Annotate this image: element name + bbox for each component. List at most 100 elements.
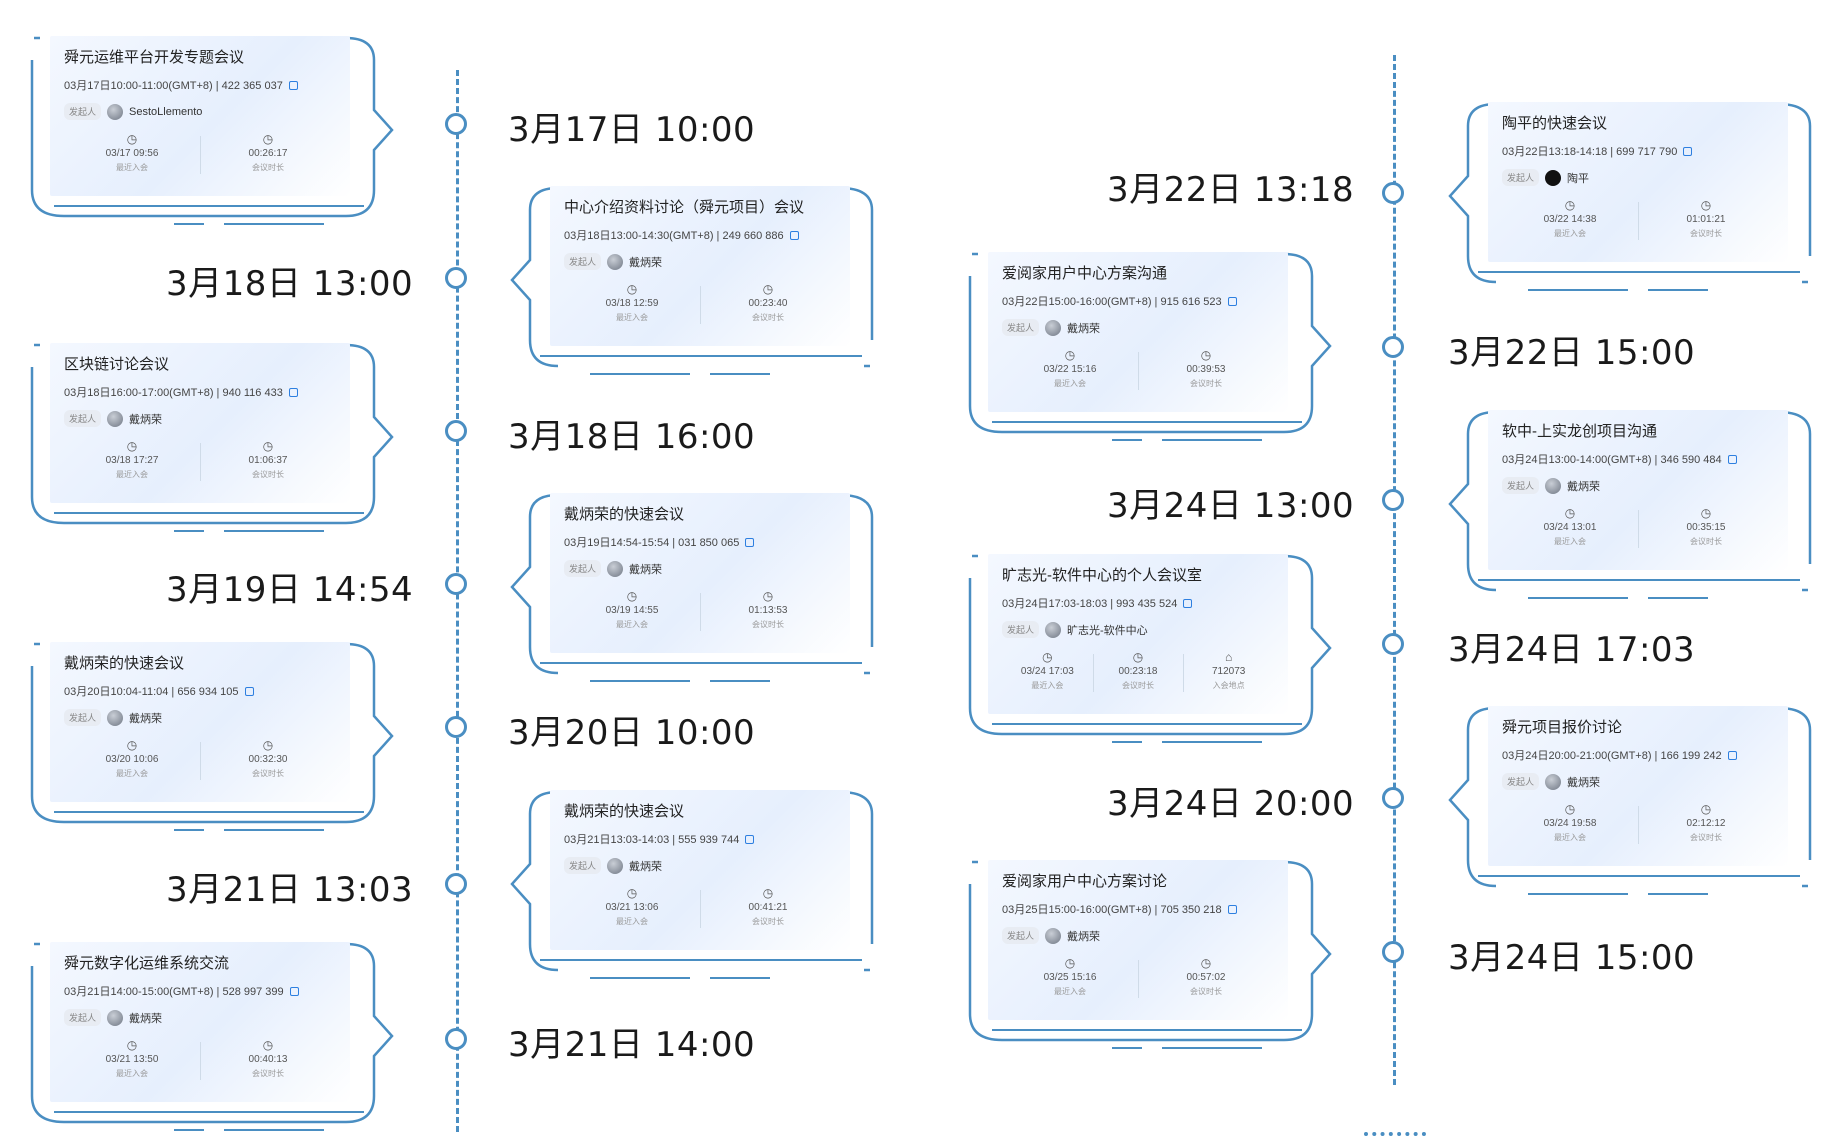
stat-label: 最近入会	[616, 917, 648, 926]
timeline-time-label: 3月24日 17:03	[1448, 630, 1696, 670]
host-row: 发起人戴炳荣	[64, 709, 336, 726]
stat-value: 00:26:17	[248, 148, 288, 159]
host-tag: 发起人	[64, 410, 102, 427]
host-row: 发起人戴炳荣	[1002, 319, 1274, 336]
stat-value: 02:12:12	[1686, 818, 1726, 829]
avatar	[1545, 169, 1562, 186]
stat-value: 00:35:15	[1686, 522, 1726, 533]
meeting-title: 软中-上实龙创项目沟通	[1502, 423, 1657, 440]
host-name: 旷志光-软件中心	[1067, 624, 1148, 637]
host-name: 戴炳荣	[129, 712, 163, 725]
copy-icon[interactable]	[244, 686, 254, 696]
meeting-info: 03月22日15:00-16:00(GMT+8) | 915 616 523	[1002, 293, 1274, 309]
host-row: 发起人戴炳荣	[1502, 477, 1774, 494]
stat-value: 03/18 12:59	[605, 298, 659, 309]
stat-value: 00:40:13	[248, 1054, 288, 1065]
avatar	[107, 410, 124, 427]
host-row: 发起人戴炳荣	[64, 410, 336, 427]
copy-icon[interactable]	[288, 387, 298, 397]
timeline-time-label: 3月24日 15:00	[1448, 938, 1696, 978]
copy-icon[interactable]	[745, 834, 755, 844]
timeline-node	[445, 420, 467, 442]
copy-icon[interactable]	[1683, 146, 1693, 156]
stat-value: 01:06:37	[248, 455, 288, 466]
copy-icon[interactable]	[1727, 750, 1737, 760]
stat-label: 最近入会	[1054, 987, 1086, 996]
host-tag: 发起人	[1002, 927, 1040, 944]
stat-label: 最近入会	[116, 769, 148, 778]
stat-label: 最近入会	[1554, 833, 1586, 842]
meeting-title: 区块链讨论会议	[64, 356, 170, 373]
copy-icon[interactable]	[1183, 598, 1193, 608]
clock-icon: ◷	[626, 886, 638, 900]
stat-value: 00:23:18	[1118, 666, 1158, 677]
timeline-left-axis	[456, 70, 459, 1132]
avatar	[607, 857, 624, 874]
clock-icon: ◷	[1200, 348, 1212, 362]
host-name: SestoLlemento	[129, 105, 203, 118]
stat-value: 01:13:53	[748, 605, 788, 616]
avatar	[607, 253, 624, 270]
copy-icon[interactable]	[789, 230, 799, 240]
card-frame-outline	[510, 186, 874, 375]
clock-icon: ◷	[1700, 802, 1712, 816]
stat-value: 712073	[1211, 666, 1246, 677]
meeting-card[interactable]: 软中-上实龙创项目沟通 03月24日13:00-14:00(GMT+8) | 34…	[1448, 404, 1818, 599]
stat-value: 03/24 19:58	[1543, 818, 1597, 829]
timeline-time-label: 3月21日 13:03	[166, 870, 414, 910]
host-name: 戴炳荣	[129, 1012, 163, 1025]
meeting-card[interactable]: 区块链讨论会议 03月18日16:00-17:00(GMT+8) | 940 11…	[24, 337, 394, 532]
clock-icon: ◷	[126, 439, 138, 453]
meeting-time-and-id: 03月25日15:00-16:00(GMT+8) | 705 350 218	[1002, 904, 1222, 916]
clock-icon: ◷	[1132, 650, 1144, 664]
host-name: 戴炳荣	[1567, 480, 1601, 493]
avatar	[1045, 319, 1062, 336]
meeting-info: 03月24日13:00-14:00(GMT+8) | 346 590 484	[1502, 451, 1774, 467]
copy-icon[interactable]	[288, 80, 298, 90]
clock-icon: ◷	[1564, 506, 1576, 520]
copy-icon[interactable]	[1727, 454, 1737, 464]
meeting-title: 中心介绍资料讨论（舜元项目）会议	[564, 199, 805, 216]
copy-icon[interactable]	[1227, 904, 1237, 914]
meeting-time-and-id: 03月21日14:00-15:00(GMT+8) | 528 997 399	[64, 986, 284, 998]
timeline-time-label: 3月20日 10:00	[508, 713, 756, 753]
copy-icon[interactable]	[745, 537, 755, 547]
card-frame-outline	[1448, 706, 1812, 895]
meeting-time-and-id: 03月22日15:00-16:00(GMT+8) | 915 616 523	[1002, 296, 1222, 308]
stat-label: 最近入会	[1031, 681, 1064, 690]
stat-label: 会议时长	[1122, 681, 1154, 690]
clock-icon: ◷	[126, 1038, 138, 1052]
clock-icon: ◷	[126, 132, 138, 146]
host-name: 戴炳荣	[1567, 776, 1601, 789]
clock-icon: ◷	[262, 132, 274, 146]
copy-icon[interactable]	[289, 986, 299, 996]
meeting-info: 03月18日16:00-17:00(GMT+8) | 940 116 433	[64, 384, 336, 400]
copy-icon[interactable]	[1227, 296, 1237, 306]
timeline-time-label: 3月24日 13:00	[1107, 486, 1355, 526]
